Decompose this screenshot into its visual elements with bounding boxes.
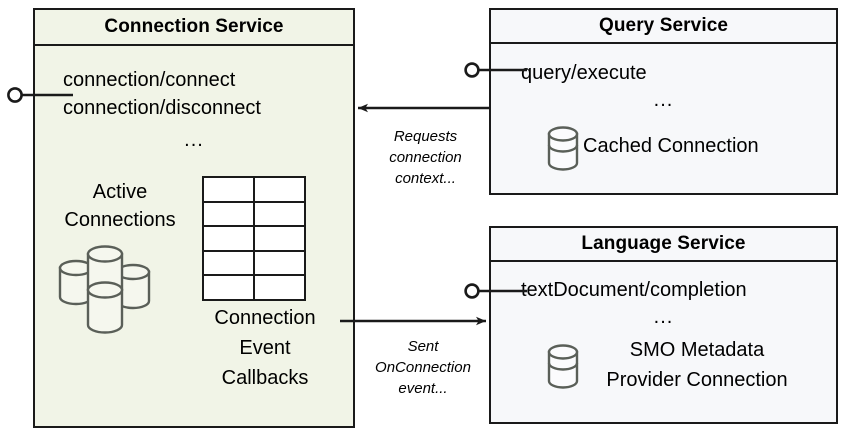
connection-service-ellipsis: ...: [184, 129, 204, 151]
table-cell: [255, 251, 304, 275]
interface-connection-disconnect: connection/disconnect: [63, 97, 261, 119]
edge-label-line: connection: [389, 149, 462, 166]
component-language-service[interactable]: Language Service textDocument/completion…: [489, 226, 838, 424]
edge-label-line: event...: [398, 380, 448, 397]
active-connections-label-line-1: Active: [92, 181, 148, 203]
edge-label-sent-onconnection-event: Sent OnConnection event...: [355, 336, 491, 399]
edge-label-line: Requests: [393, 128, 458, 145]
edge-label-requests-connection-context: Requests connection context...: [363, 126, 488, 189]
table-cell: [204, 202, 253, 226]
interface-textdocument-completion: textDocument/completion: [521, 279, 747, 301]
table-cell: [204, 178, 253, 201]
component-connection-service[interactable]: Connection Service connection/connect co…: [33, 8, 355, 428]
table-cell: [255, 202, 304, 226]
table-grid-icon: [202, 176, 306, 301]
edge-label-line: OnConnection: [375, 359, 471, 376]
cached-connection-label: Cached Connection: [583, 135, 759, 157]
connection-event-callbacks-label-line-2: Event: [239, 337, 291, 359]
interface-query-execute: query/execute: [521, 62, 647, 84]
query-service-ellipsis: ...: [653, 89, 674, 111]
table-cell: [204, 276, 253, 299]
connection-event-callbacks-label-line-1: Connection: [214, 307, 316, 329]
table-cell: [255, 178, 304, 201]
table-cell: [255, 227, 304, 250]
connection-event-callbacks-label-line-3: Callbacks: [221, 367, 309, 389]
table-cell: [204, 227, 253, 250]
edge-label-line: context...: [395, 170, 456, 187]
active-connections-label-line-2: Connections: [64, 209, 176, 231]
component-title-query-service: Query Service: [491, 10, 836, 44]
language-service-ellipsis: ...: [653, 306, 674, 328]
component-title-language-service: Language Service: [491, 228, 836, 262]
component-query-service[interactable]: Query Service query/execute ... Cached C…: [489, 8, 838, 195]
smo-metadata-label-line-2: Provider Connection: [606, 369, 788, 391]
interface-connection-connect: connection/connect: [63, 69, 236, 91]
smo-metadata-label-line-1: SMO Metadata: [629, 339, 765, 361]
table-cell: [204, 251, 253, 275]
edge-label-line: Sent: [407, 338, 439, 355]
component-title-connection-service: Connection Service: [35, 10, 353, 46]
table-cell: [255, 276, 304, 299]
